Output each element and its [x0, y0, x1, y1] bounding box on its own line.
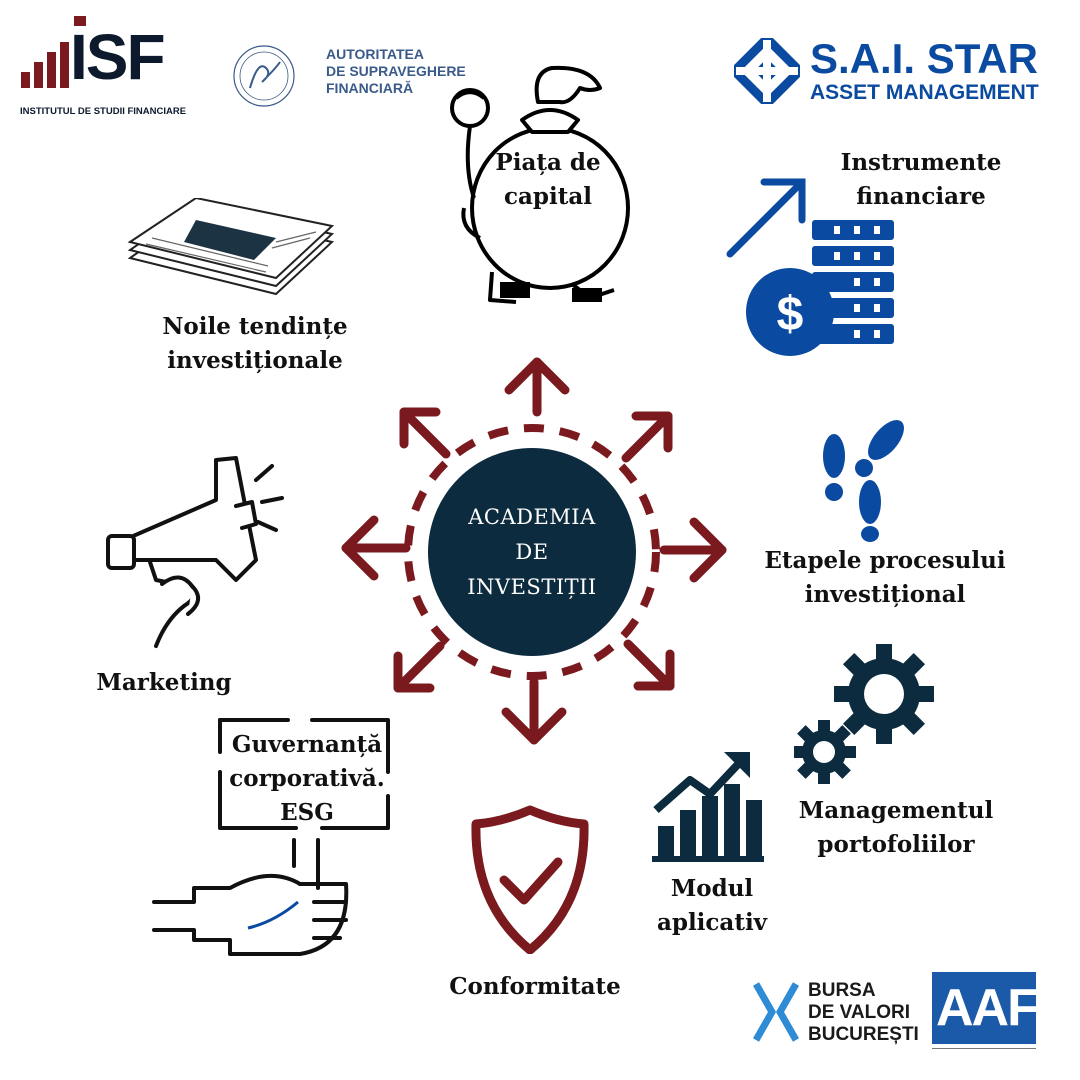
- growth-chart-icon: [652, 752, 764, 862]
- arrow-left: [341, 515, 411, 581]
- center-line3: INVESTIȚII: [467, 574, 597, 599]
- sai-star-logo: S.A.I. STAR ASSET MANAGEMENT: [728, 32, 1064, 110]
- topic-piata-de-capital: Piața de capital: [495, 149, 601, 210]
- isf-logo-subtitle: INSTITUTUL DE STUDII FINANCIARE: [20, 106, 187, 117]
- topic-conformitate: Conformitate: [449, 973, 621, 1000]
- aaf-logo: AAF: [932, 972, 1066, 1064]
- topic-modul-aplicativ: Modul aplicativ: [656, 875, 768, 936]
- center-line2: DE: [515, 539, 549, 564]
- asf-logo-line3: FINANCIARĂ: [326, 80, 414, 96]
- topic-marketing: Marketing: [96, 669, 232, 696]
- asf-logo-line2: DE SUPRAVEGHERE: [326, 63, 466, 79]
- arrow-down-right: [623, 639, 675, 691]
- arrow-down: [501, 677, 567, 745]
- dollar-sign-glyph: $: [777, 288, 804, 341]
- dollar-coins-icon: $: [726, 178, 894, 356]
- bvb-mark-icon: [752, 982, 800, 1042]
- arrow-down-left: [393, 641, 445, 693]
- sai-star-mark-icon: [728, 32, 806, 110]
- topic-etapele-procesului: Etapele procesului investițional: [764, 547, 1006, 608]
- asf-logo-line1: AUTORITATEA: [326, 46, 424, 62]
- topic-managementul-portofoliilor: Managementul portofoliilor: [798, 797, 994, 858]
- aaf-caption-line: [932, 1048, 1036, 1061]
- aaf-mark: AAF: [936, 979, 1039, 1037]
- topic-instrumente-financiare: Instrumente financiare: [840, 149, 1002, 210]
- arrow-up-right: [621, 411, 673, 463]
- asf-logo: AUTORITATEA DE SUPRAVEGHERE FINANCIARĂ: [214, 38, 474, 108]
- megaphone-icon: [106, 456, 284, 648]
- asf-seal-icon: [233, 45, 295, 107]
- bvb-line2: DE VALORI: [808, 1002, 911, 1023]
- isf-logo: ISF INSTITUTUL DE STUDII FINANCIARE: [18, 14, 193, 117]
- sign-hand-icon: [152, 718, 390, 956]
- isf-logo-mark: [21, 16, 86, 88]
- footprints-icon: [823, 420, 904, 542]
- aaf-blue-box: [932, 972, 1036, 1044]
- newspaper-icon: [127, 198, 335, 296]
- arrow-right: [659, 517, 727, 583]
- center-hub: ACADEMIA DE INVESTIȚII: [428, 448, 636, 656]
- bvb-line1: BURSA: [808, 980, 876, 1001]
- isf-logo-wordmark: ISF: [70, 21, 166, 93]
- gears-icon: [794, 644, 934, 784]
- arrow-up: [504, 357, 570, 417]
- topic-guvernanta-esg: Guvernanță corporativă. ESG: [229, 731, 385, 826]
- topic-noile-tendinte: Noile tendințe investiționale: [162, 313, 348, 374]
- hub-dashed-ring: [404, 424, 660, 680]
- arrow-up-left: [399, 407, 451, 459]
- sai-star-line1: S.A.I. STAR: [810, 35, 1038, 82]
- bvb-logo: BURSA DE VALORI BUCUREȘTI: [752, 980, 932, 1050]
- bvb-line3: BUCUREȘTI: [808, 1024, 919, 1045]
- shield-check-icon: [471, 805, 589, 954]
- sai-star-line2: ASSET MANAGEMENT: [810, 81, 1039, 104]
- center-line1: ACADEMIA: [468, 504, 596, 529]
- money-bag-man-icon: [450, 65, 630, 304]
